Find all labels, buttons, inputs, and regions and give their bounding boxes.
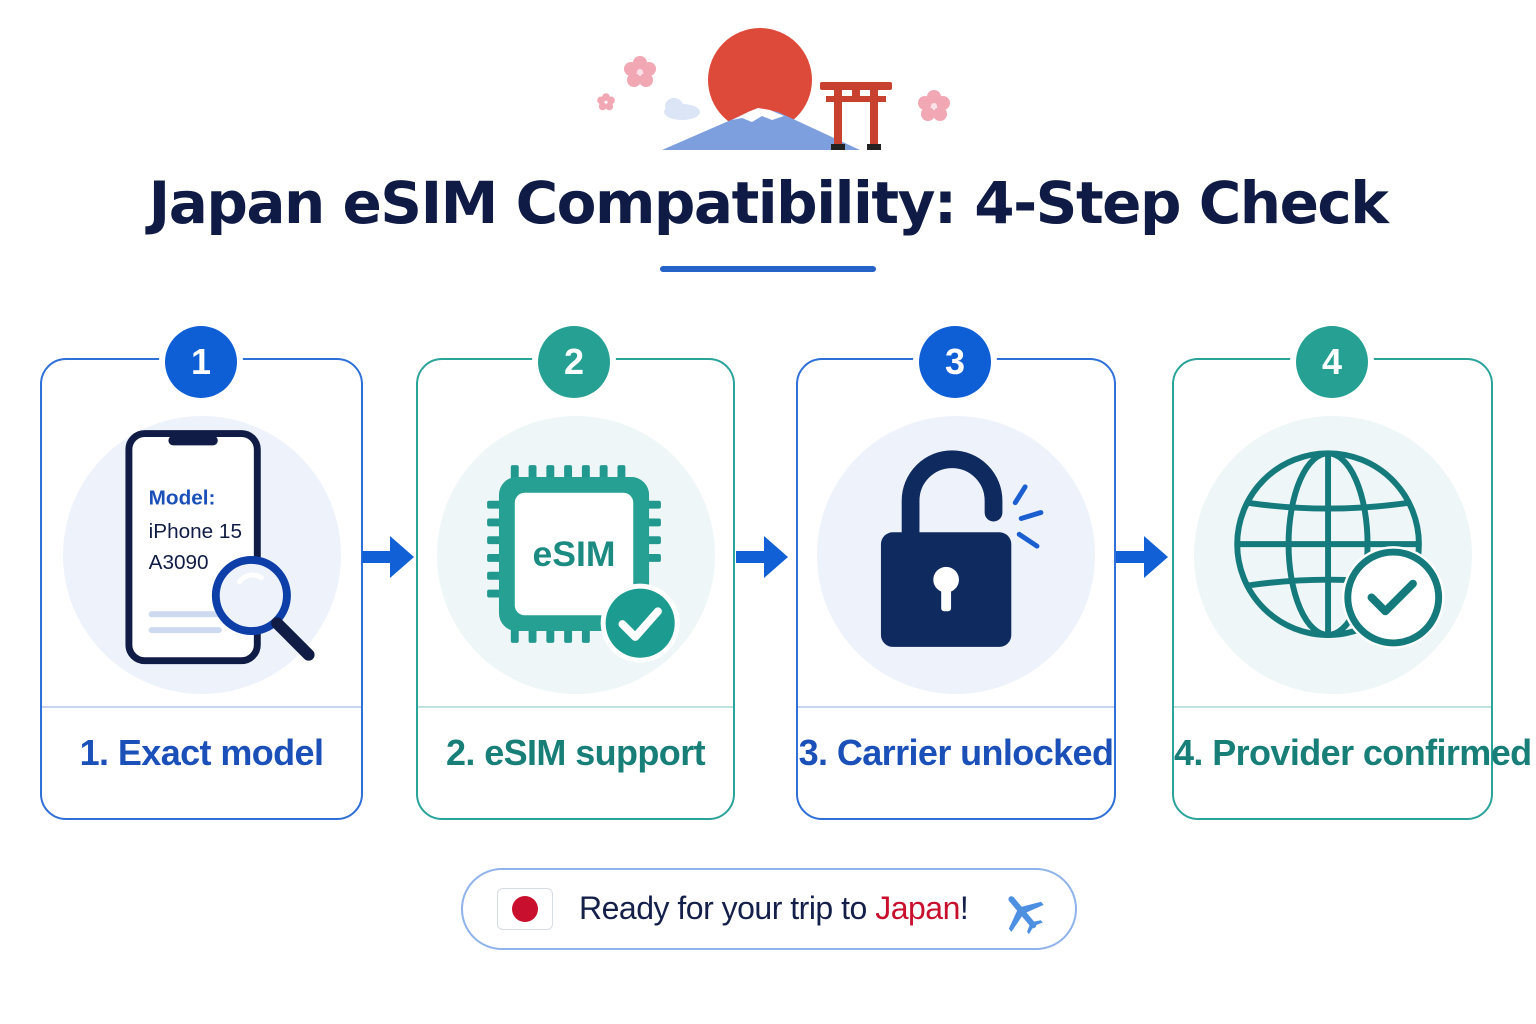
arrow-right-icon <box>362 536 414 578</box>
title-underline <box>660 266 876 272</box>
ready-message-lead: Ready for your trip to <box>579 890 876 926</box>
esim-chip-check-icon: eSIM <box>487 465 680 663</box>
globe-check-icon <box>1234 450 1445 649</box>
step-label: 1. Exact model <box>79 732 324 773</box>
step-card-1: Model: iPhone 15 A3090 1. Exact model <box>40 358 363 820</box>
unlocked-padlock-icon <box>880 450 1044 647</box>
phone-search-icon: Model: iPhone 15 A3090 <box>125 430 315 665</box>
phone-model-name: iPhone 15 <box>149 520 242 543</box>
arrow-right-icon <box>736 536 788 578</box>
step-label: 3. Carrier unlocked <box>798 732 1114 773</box>
ready-message: Ready for your trip to Japan! <box>579 890 969 927</box>
card-divider <box>798 706 1114 708</box>
hero-illustration <box>597 28 950 150</box>
cherry-blossom-icon <box>597 56 950 121</box>
airplane-icon <box>1008 896 1044 935</box>
ready-banner: Ready for your trip to Japan! <box>461 868 1077 950</box>
step-badge-2: 2 <box>538 326 610 398</box>
rising-sun-icon <box>708 28 812 132</box>
step-badge-1: 1 <box>165 326 237 398</box>
phone-model-number: A3090 <box>149 551 209 574</box>
torii-gate-icon <box>820 82 892 150</box>
japan-flag-icon <box>497 888 553 930</box>
check-badge-icon <box>1341 546 1445 649</box>
card-divider <box>418 706 733 708</box>
mount-fuji-icon <box>662 108 860 150</box>
step-card-2: eSIM 2. eSIM support <box>416 358 735 820</box>
ready-message-end: ! <box>959 890 969 926</box>
page-title: Japan eSIM Compatibility: 4-Step Check <box>148 169 1389 237</box>
step-card-4: 4. Provider confirmed <box>1172 358 1532 820</box>
magnifier-icon <box>211 556 315 661</box>
step-label: 4. Provider confirmed <box>1174 732 1532 773</box>
unlock-spark-icon <box>1012 484 1044 549</box>
step-label: 2. eSIM support <box>445 732 706 773</box>
step-card-3: 3. Carrier unlocked <box>796 358 1116 820</box>
chip-label: eSIM <box>533 534 616 574</box>
cloud-icon <box>664 98 700 120</box>
card-divider <box>42 706 361 708</box>
ready-message-highlight: Japan <box>875 890 960 926</box>
step-badge-3: 3 <box>919 326 991 398</box>
step-badge-4: 4 <box>1296 326 1368 398</box>
card-divider <box>1174 706 1491 708</box>
check-badge-icon <box>600 583 680 663</box>
phone-model-heading: Model: <box>149 487 216 510</box>
arrow-right-icon <box>1116 536 1168 578</box>
